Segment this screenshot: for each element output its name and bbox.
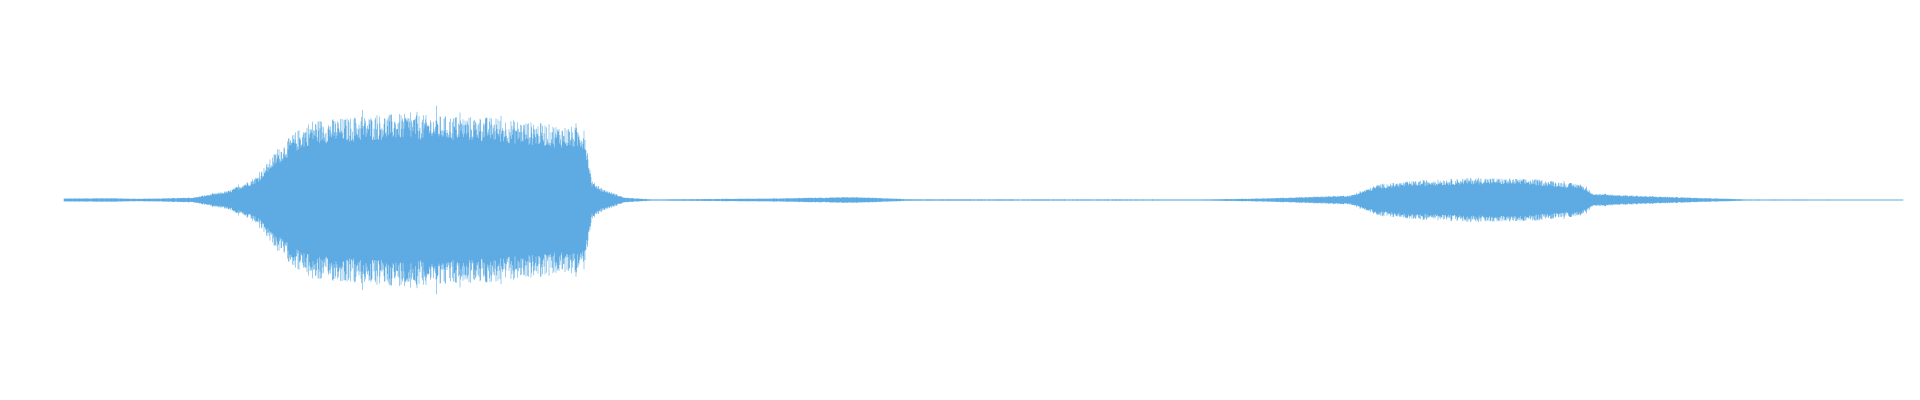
waveform-samples [63,105,1904,295]
waveform-amplitude-trace [63,105,1904,295]
